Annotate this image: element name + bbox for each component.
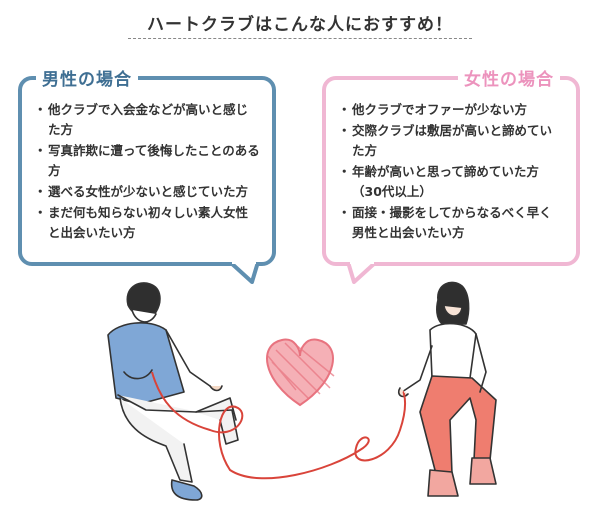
man-figure [107, 282, 239, 501]
list-item: 他クラブで入会金などが高いと感じた方 [34, 100, 260, 140]
list-item: 選べる女性が少ないと感じていた方 [34, 182, 260, 202]
male-heading: 男性の場合 [36, 65, 138, 90]
female-heading: 女性の場合 [458, 65, 560, 90]
female-list: 他クラブでオファーが少ない方 交際クラブは敷居が高いと諦めていた方 年齢が高いと… [338, 100, 564, 243]
list-item: 年齢が高いと思って諦めていた方（30代以上） [338, 162, 564, 202]
heart-icon [266, 338, 335, 407]
list-item: 他クラブでオファーが少ない方 [338, 100, 564, 120]
list-item: まだ何も知らない初々しい素人女性と出会いたい方 [34, 203, 260, 243]
female-speech-tail [346, 262, 376, 284]
male-card: 男性の場合 他クラブで入会金などが高いと感じた方 写真詐欺に遭って後悔したことの… [18, 65, 276, 266]
title-divider [128, 38, 472, 39]
list-item: 面接・撮影をしてからなるべく早く男性と出会いたい方 [338, 203, 564, 243]
list-item: 写真詐欺に遭って後悔したことのある方 [34, 141, 260, 181]
woman-figure [397, 281, 497, 497]
male-speech-tail [230, 262, 260, 284]
female-card: 女性の場合 他クラブでオファーが少ない方 交際クラブは敷居が高いと諦めていた方 … [322, 65, 580, 266]
male-list: 他クラブで入会金などが高いと感じた方 写真詐欺に遭って後悔したことのある方 選べ… [34, 100, 260, 243]
list-item: 交際クラブは敷居が高いと諦めていた方 [338, 121, 564, 161]
red-thread [151, 371, 407, 480]
page-title: ハートクラブはこんな人におすすめ！ [147, 15, 453, 35]
